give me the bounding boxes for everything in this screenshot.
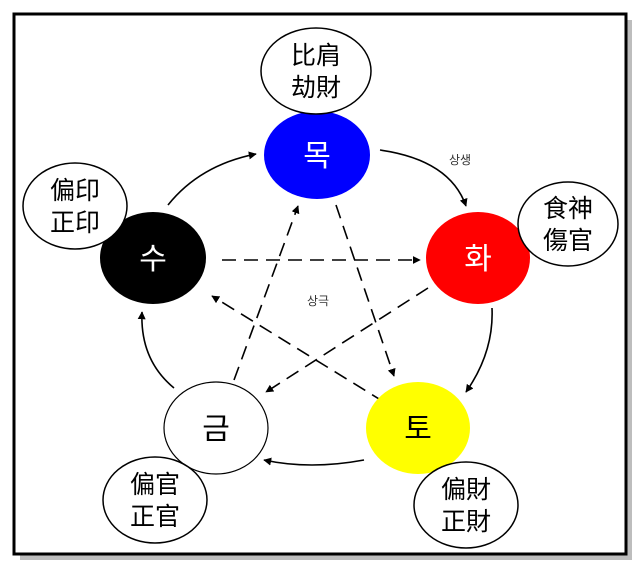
wood-circle — [264, 111, 370, 199]
wood-god-2: 劫財 — [291, 73, 341, 102]
node-fire: 화 — [426, 212, 530, 304]
water-label: 수 — [139, 242, 167, 277]
dashed-arrow-wood-to-earth — [335, 204, 396, 377]
metal-label: 금 — [202, 412, 230, 447]
controlling-label: 상극 — [307, 294, 329, 308]
node-earth: 토 — [366, 382, 470, 474]
generating-cycle — [137, 149, 493, 466]
node-metal: 금 — [163, 381, 269, 475]
arrow-wood-to-fire — [379, 149, 468, 207]
metal-god-1: 偏官 — [130, 470, 180, 499]
fire-gods-bubble — [517, 181, 619, 267]
fire-god-1: 食神 — [543, 194, 593, 223]
arrow-metal-to-water — [137, 311, 175, 389]
earth-label: 토 — [404, 412, 432, 447]
gods-bubble-metal: 偏官 正官 — [102, 456, 208, 544]
wood-gods-bubble — [260, 27, 372, 115]
earth-god-2: 正財 — [441, 507, 491, 536]
node-water: 수 — [100, 212, 206, 304]
earth-god-1: 偏財 — [441, 475, 491, 504]
gods-bubble-water: 偏印 正印 — [22, 162, 128, 250]
metal-god-2: 正官 — [130, 502, 180, 531]
metal-gods-bubble — [102, 456, 208, 544]
node-wood: 목 — [264, 111, 370, 199]
arrow-earth-to-metal — [263, 457, 365, 466]
arrow-water-to-wood — [167, 151, 257, 206]
wood-god-1: 比肩 — [291, 41, 341, 70]
gods-bubble-earth: 偏財 正財 — [413, 461, 519, 549]
water-god-2: 正印 — [50, 208, 100, 237]
dashed-arrow-fire-to-metal — [265, 287, 429, 393]
metal-circle — [163, 381, 269, 475]
earth-gods-bubble — [413, 461, 519, 549]
water-god-1: 偏印 — [50, 176, 100, 205]
fire-god-2: 傷官 — [543, 226, 593, 255]
earth-circle — [366, 382, 470, 474]
arrow-fire-to-earth — [465, 307, 493, 393]
wood-label: 목 — [303, 139, 331, 174]
water-circle — [100, 212, 206, 304]
gods-bubble-fire: 食神 傷官 — [517, 181, 619, 267]
fire-circle — [426, 212, 530, 304]
generating-label: 상생 — [449, 153, 471, 167]
fire-label: 화 — [464, 242, 492, 277]
water-gods-bubble — [22, 162, 128, 250]
controlling-cycle — [211, 204, 429, 403]
dashed-arrow-earth-to-water — [211, 295, 385, 403]
gods-bubble-wood: 比肩 劫財 — [260, 27, 372, 115]
dashed-arrow-metal-to-wood — [233, 205, 300, 381]
